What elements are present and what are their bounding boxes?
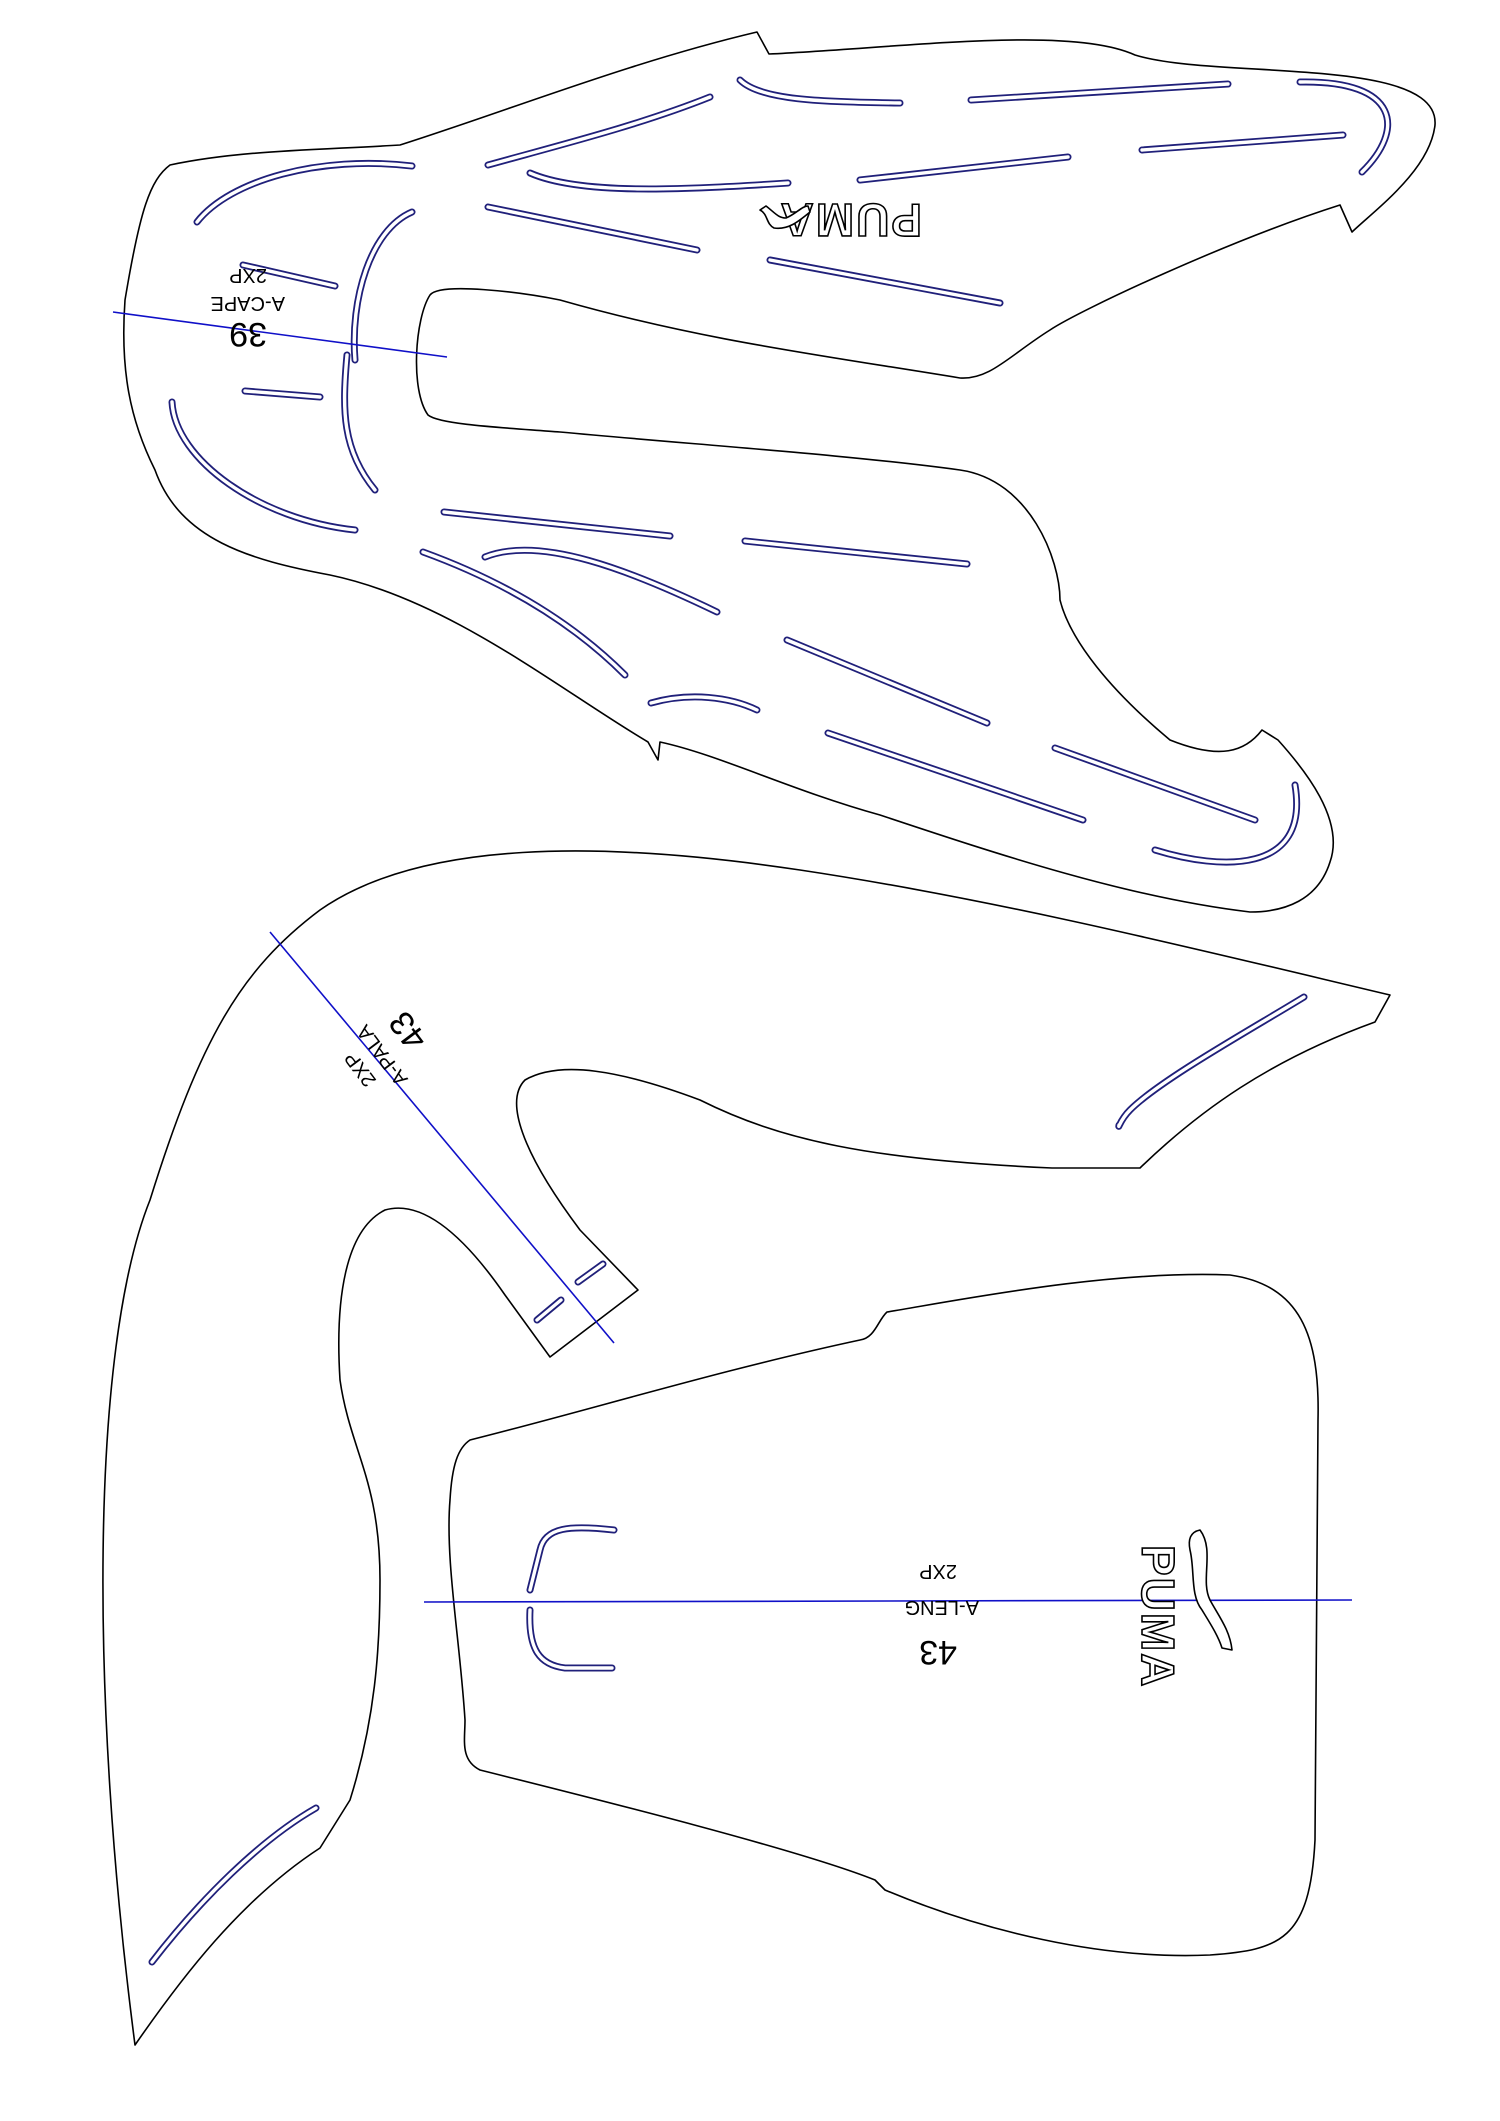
cape-slots (168, 76, 1392, 866)
puma-cat-icon (1188, 1529, 1233, 1651)
pala-outline (102, 850, 1391, 2046)
pala-grain-line (269, 931, 615, 1344)
pala-label: 43 A-PALA 2XP (341, 1004, 435, 1091)
leng-label: 43 A-LENG 2XP (905, 1560, 979, 1671)
cape-slot (766, 256, 1004, 307)
cape-slot (526, 169, 792, 193)
cape-logo-text: PUMA (779, 194, 922, 246)
leng-slots (526, 1524, 618, 1672)
cape-slot (783, 636, 991, 727)
cape-slot (741, 537, 971, 568)
pala-slot (533, 1296, 565, 1324)
cape-outline (122, 31, 1436, 913)
leng-slot (526, 1606, 616, 1672)
leng-qty: 2XP (919, 1560, 957, 1582)
leng-outline (448, 1273, 1319, 1957)
cape-slot (193, 159, 416, 226)
piece-a-pala: 43 A-PALA 2XP (102, 850, 1391, 2046)
cape-slot (647, 693, 761, 714)
cape-name: A-CAPE (211, 292, 285, 314)
cape-slot (1296, 78, 1392, 176)
cape-slot (1151, 781, 1301, 866)
cape-slot (341, 351, 379, 494)
cape-grain-line (112, 311, 448, 358)
pala-slot (1115, 993, 1308, 1130)
pala-slot (148, 1804, 320, 1966)
piece-a-cape: 39 A-CAPE 2XP PUMA (112, 31, 1436, 913)
cape-slot (824, 729, 1087, 824)
pala-slot (574, 1260, 607, 1286)
cape-slot (241, 387, 324, 401)
cape-slot (419, 548, 629, 679)
cape-slot (239, 261, 339, 290)
cape-slot (350, 208, 416, 364)
piece-a-leng: 43 A-LENG 2XP PUMA (423, 1273, 1353, 1957)
leng-logo: PUMA (1131, 1529, 1233, 1689)
cape-slot (967, 80, 1232, 104)
cape-slot (484, 203, 701, 254)
leng-number: 43 (919, 1633, 957, 1671)
cape-number: 39 (229, 315, 267, 353)
cape-label: 39 A-CAPE 2XP (211, 264, 285, 353)
cape-slot (484, 93, 714, 169)
cape-qty: 2XP (229, 264, 267, 286)
puma-cat-icon (759, 205, 811, 230)
cape-slot (1138, 131, 1347, 154)
pala-slots (148, 993, 1308, 1966)
cape-slot (736, 76, 904, 107)
cape-logo: PUMA (759, 193, 923, 247)
cape-slot (440, 508, 674, 540)
cape-slot (168, 398, 359, 534)
leng-slot (526, 1524, 618, 1594)
leng-name: A-LENG (905, 1596, 979, 1618)
leng-grain-line (423, 1599, 1353, 1603)
cape-slot (481, 546, 721, 616)
leng-logo-text: PUMA (1132, 1545, 1184, 1688)
cape-slot (856, 153, 1072, 184)
cape-slot (1051, 744, 1259, 824)
